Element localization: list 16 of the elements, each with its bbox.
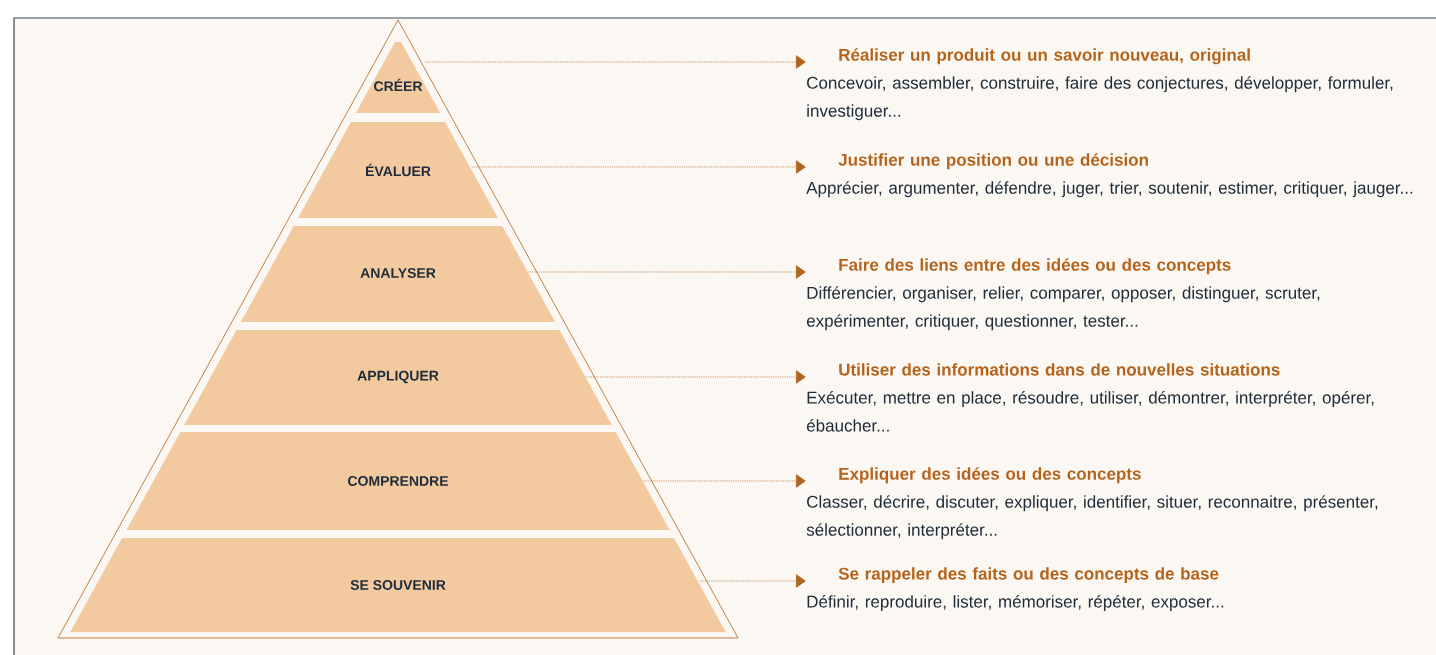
arrow (528, 265, 806, 279)
description-text: Justifier une position ou une décision Apprécier, argumenter, défendre, juger, trier, soutenir, estimer, critiquer, jauger... (806, 153, 1413, 198)
description-text: Expliquer des idées ou des concepts Classer, décrire, discuter, expliquer, identifier, situer, reconnaitre, présenter, sélectionner, interpréter... (806, 467, 1378, 540)
arrow (424, 55, 806, 69)
pyramid-level: ANALYSER (240, 226, 556, 322)
pyramid-level: APPLIQUER (184, 330, 612, 425)
arrow (642, 474, 806, 488)
description-text: Faire des liens entre des idées ou des concepts Différencier, organiser, relier, comparer, opposer, distinguer, scruter, expérimenter, critiquer, questionner, tester... (806, 258, 1320, 331)
arrow (471, 160, 806, 174)
pyramid-level: ÉVALUER (298, 122, 498, 218)
description-text: Réaliser un produit ou un savoir nouveau, original Concevoir, assembler, construire, faire des conjectures, développer, formuler, investiguer... (807, 48, 1393, 121)
description-text: Utiliser des informations dans de nouvelles situations Exécuter, mettre en place, résoudre, utiliser, démontrer, interpréter, opérer, ébaucher... (806, 363, 1374, 432)
pyramid-level: CRÉER (355, 42, 441, 113)
arrow (585, 370, 806, 384)
arrow (699, 574, 806, 588)
description-text: Se rappeler des faits ou des concepts de base Définir, reproduire, lister, mémoriser, répéter, exposer... (807, 567, 1224, 612)
